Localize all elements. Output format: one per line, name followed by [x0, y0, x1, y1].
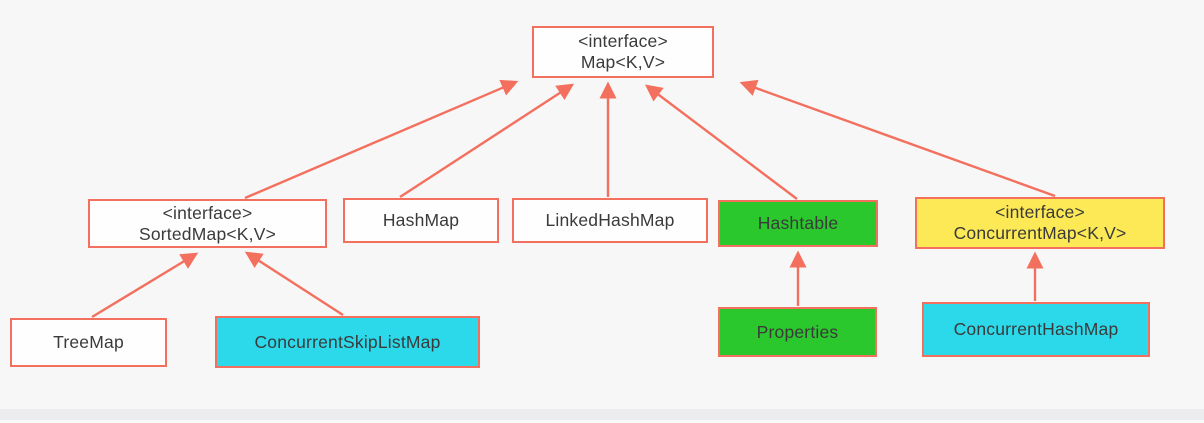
edge-concurrentmap-to-map [739, 79, 1056, 198]
node-sortedmap-interface: <interface> SortedMap<K,V> [88, 199, 327, 248]
node-treemap-label: TreeMap [53, 332, 124, 352]
node-sortedmap-stereotype: <interface> [162, 202, 253, 223]
node-concurrentmap-interface: <interface> ConcurrentMap<K,V> [915, 197, 1165, 249]
node-treemap: TreeMap [10, 318, 167, 367]
node-linkedhashmap: LinkedHashMap [512, 198, 708, 243]
node-properties-label: Properties [756, 321, 839, 342]
edge-sortedmap-to-map [244, 79, 519, 200]
node-map-interface: <interface> Map<K,V> [532, 26, 714, 78]
node-concurrentmap-label: ConcurrentMap<K,V> [953, 223, 1127, 243]
bottom-divider-band [0, 409, 1204, 420]
node-concurrentskiplistmap: ConcurrentSkipListMap [215, 316, 480, 368]
node-hashmap: HashMap [343, 198, 499, 243]
node-map-label: Map<K,V> [580, 52, 666, 72]
node-sortedmap-label: SortedMap<K,V> [138, 223, 277, 244]
node-properties: Properties [718, 307, 877, 357]
node-concurrentskiplistmap-label: ConcurrentSkipListMap [254, 331, 441, 352]
node-map-stereotype: <interface> [578, 31, 668, 51]
node-hashmap-label: HashMap [382, 210, 460, 230]
node-linkedhashmap-label: LinkedHashMap [545, 210, 675, 230]
edge-hashmap-to-map [399, 83, 575, 199]
node-concurrenthashmap: ConcurrentHashMap [922, 302, 1150, 357]
bottom-edge-strip [0, 420, 1204, 423]
node-hashtable-label: Hashtable [757, 213, 839, 233]
node-concurrentmap-stereotype: <interface> [995, 202, 1085, 222]
node-hashtable: Hashtable [718, 200, 878, 247]
edge-cslm-to-sortedmap [244, 251, 344, 317]
edge-treemap-to-sortedmap [91, 252, 199, 319]
edge-hashtable-to-map [644, 84, 798, 200]
node-concurrenthashmap-label: ConcurrentHashMap [953, 319, 1119, 339]
